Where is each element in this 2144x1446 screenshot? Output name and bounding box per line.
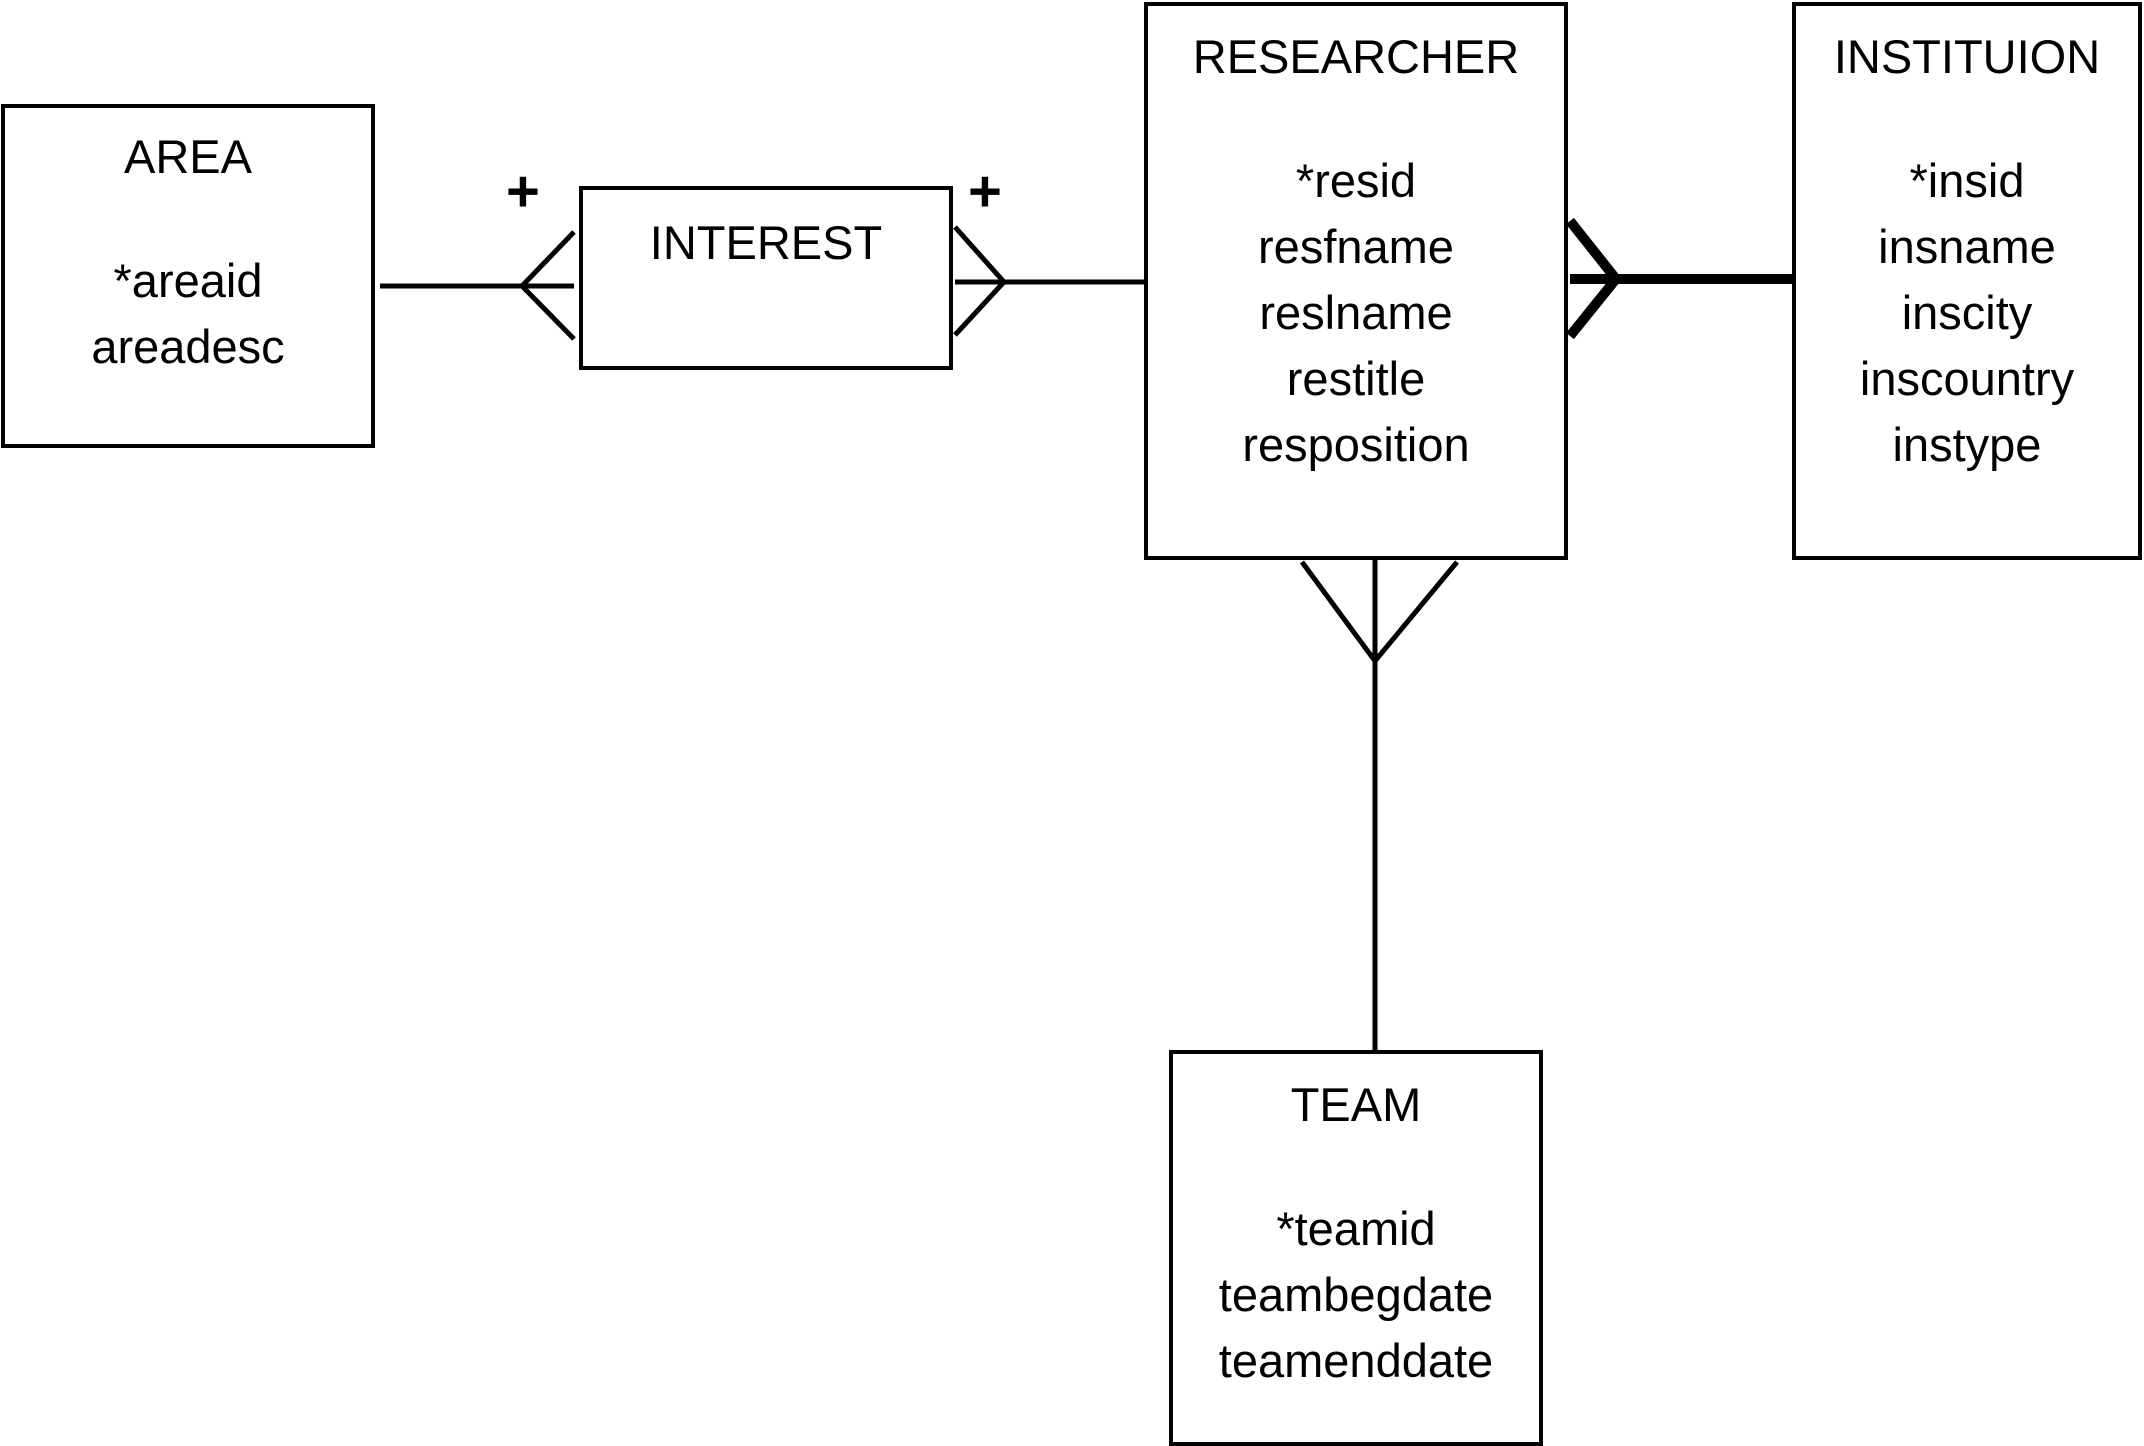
interest-right-plus-marker: + [968,159,1002,224]
attribute: restitle [1286,352,1426,405]
entity-name: AREA [124,130,252,183]
entity-name: RESEARCHER [1192,30,1520,83]
attribute: inscountry [1859,352,2075,405]
entity-name: INSTITUION [1833,30,2101,83]
attribute-list: *teamid teambegdate teamenddate [1173,1196,1539,1394]
attribute: *resid [1295,154,1417,207]
interest-left-plus-marker: + [506,159,540,224]
interest-researcher-crowsfoot [953,225,1008,337]
attribute: *teamid [1276,1202,1436,1255]
attribute: resfname [1258,220,1454,273]
attribute-list: *resid resfname reslname restitle respos… [1148,148,1564,478]
entity-institution: INSTITUION *insid insname inscity inscou… [1792,2,2142,560]
attribute: *insid [1909,154,2025,207]
entity-interest: INTEREST [579,186,953,370]
attribute: insname [1878,220,2056,273]
attribute: teambegdate [1218,1268,1494,1321]
entity-area: AREA *areaid areadesc [1,104,375,448]
attribute: *areaid [113,254,263,307]
attribute: resposition [1242,418,1470,471]
area-interest-crowsfoot [518,230,576,341]
attribute: reslname [1259,286,1453,339]
researcher-institution-crowsfoot [1566,217,1623,340]
attribute-list: *insid insname inscity inscountry instyp… [1796,148,2138,478]
entity-name: TEAM [1290,1078,1422,1131]
entity-researcher: RESEARCHER *resid resfname reslname rest… [1144,2,1568,560]
entity-name: INTEREST [649,216,883,269]
attribute: instype [1892,418,2042,471]
attribute-list: *areaid areadesc [5,248,371,380]
attribute: areadesc [91,320,285,373]
attribute: inscity [1901,286,2033,339]
researcher-team-crowsfoot [1299,560,1459,666]
attribute: teamenddate [1218,1334,1494,1387]
entity-team: TEAM *teamid teambegdate teamenddate [1169,1050,1543,1446]
